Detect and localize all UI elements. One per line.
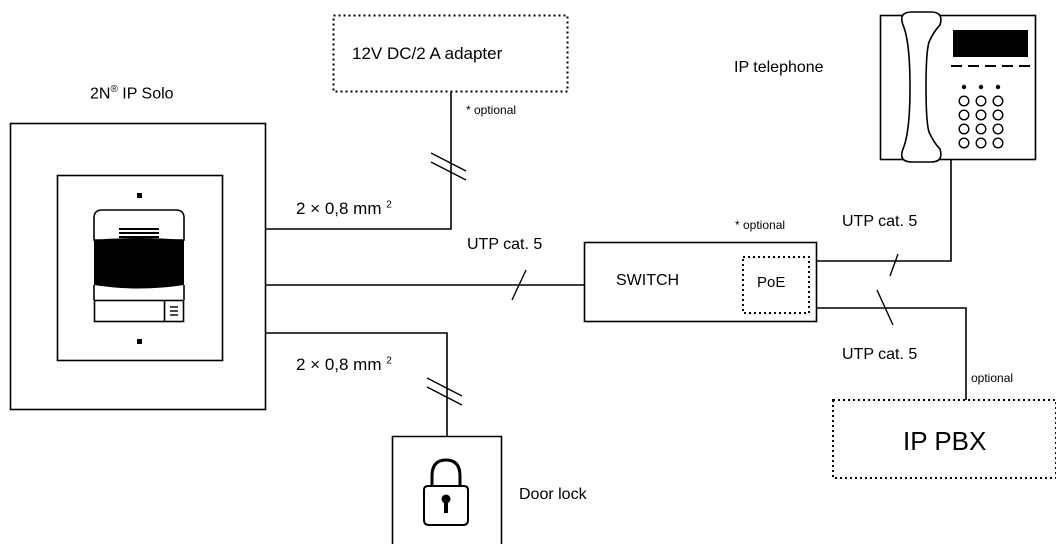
- adapter-label: 12V DC/2 A adapter: [352, 44, 503, 63]
- device-title-model: IP Solo: [117, 85, 174, 103]
- device-title: 2N® IP Solo: [90, 84, 174, 103]
- switch-box: [583, 241, 818, 323]
- cable-label-bottom-exponent: 2: [386, 355, 392, 367]
- ip-telephone-icon: [879, 11, 1037, 163]
- cable-mark: [889, 253, 899, 277]
- device-title-brand: 2N: [90, 85, 111, 103]
- cable-label-top-exponent: 2: [386, 199, 392, 211]
- ip-pbx-label: IP PBX: [903, 426, 987, 456]
- adapter-cable: [266, 92, 452, 230]
- adapter-optional-note: * optional: [466, 103, 517, 117]
- door-lock-label: Door lock: [519, 486, 587, 503]
- cable-label-bottom-text: 2 × 0,8 mm: [296, 355, 382, 374]
- ip-pbx-box: [832, 399, 1056, 479]
- utp-label-pbx: UTP cat. 5: [842, 346, 918, 363]
- utp-cable-pbx: [816, 307, 967, 400]
- cable-mark: [426, 377, 463, 397]
- ip-telephone-label: IP telephone: [734, 59, 824, 76]
- registered-mark: ®: [110, 84, 118, 95]
- padlock-icon: [423, 458, 469, 526]
- intercom-panel-icon: [93, 209, 185, 323]
- pbx-optional-note: optional: [971, 371, 1014, 385]
- cable-label-top: 2 × 0,8 mm 2: [296, 199, 392, 219]
- poe-box: [742, 256, 810, 314]
- cable-label-bottom: 2 × 0,8 mm 2: [296, 355, 392, 375]
- intercom-device: [9, 122, 267, 411]
- cable-mark: [511, 269, 527, 301]
- indicator-dot-top: [137, 193, 142, 198]
- cable-mark: [876, 289, 894, 326]
- cable-label-top-text: 2 × 0,8 mm: [296, 199, 382, 218]
- adapter-box: [332, 14, 569, 93]
- switch-label: SWITCH: [616, 272, 680, 289]
- switch-optional-note: * optional: [735, 218, 786, 232]
- door-lock-box: [391, 435, 503, 544]
- cable-mark: [426, 386, 463, 406]
- utp-cable-phone: [816, 160, 952, 262]
- poe-label: PoE: [757, 274, 786, 291]
- cable-mark: [430, 161, 467, 181]
- utp-label-phone: UTP cat. 5: [842, 213, 918, 230]
- cable-mark: [430, 152, 467, 172]
- lock-cable: [266, 332, 448, 436]
- utp-label-switch: UTP cat. 5: [467, 236, 543, 253]
- indicator-dot-bottom: [137, 339, 142, 344]
